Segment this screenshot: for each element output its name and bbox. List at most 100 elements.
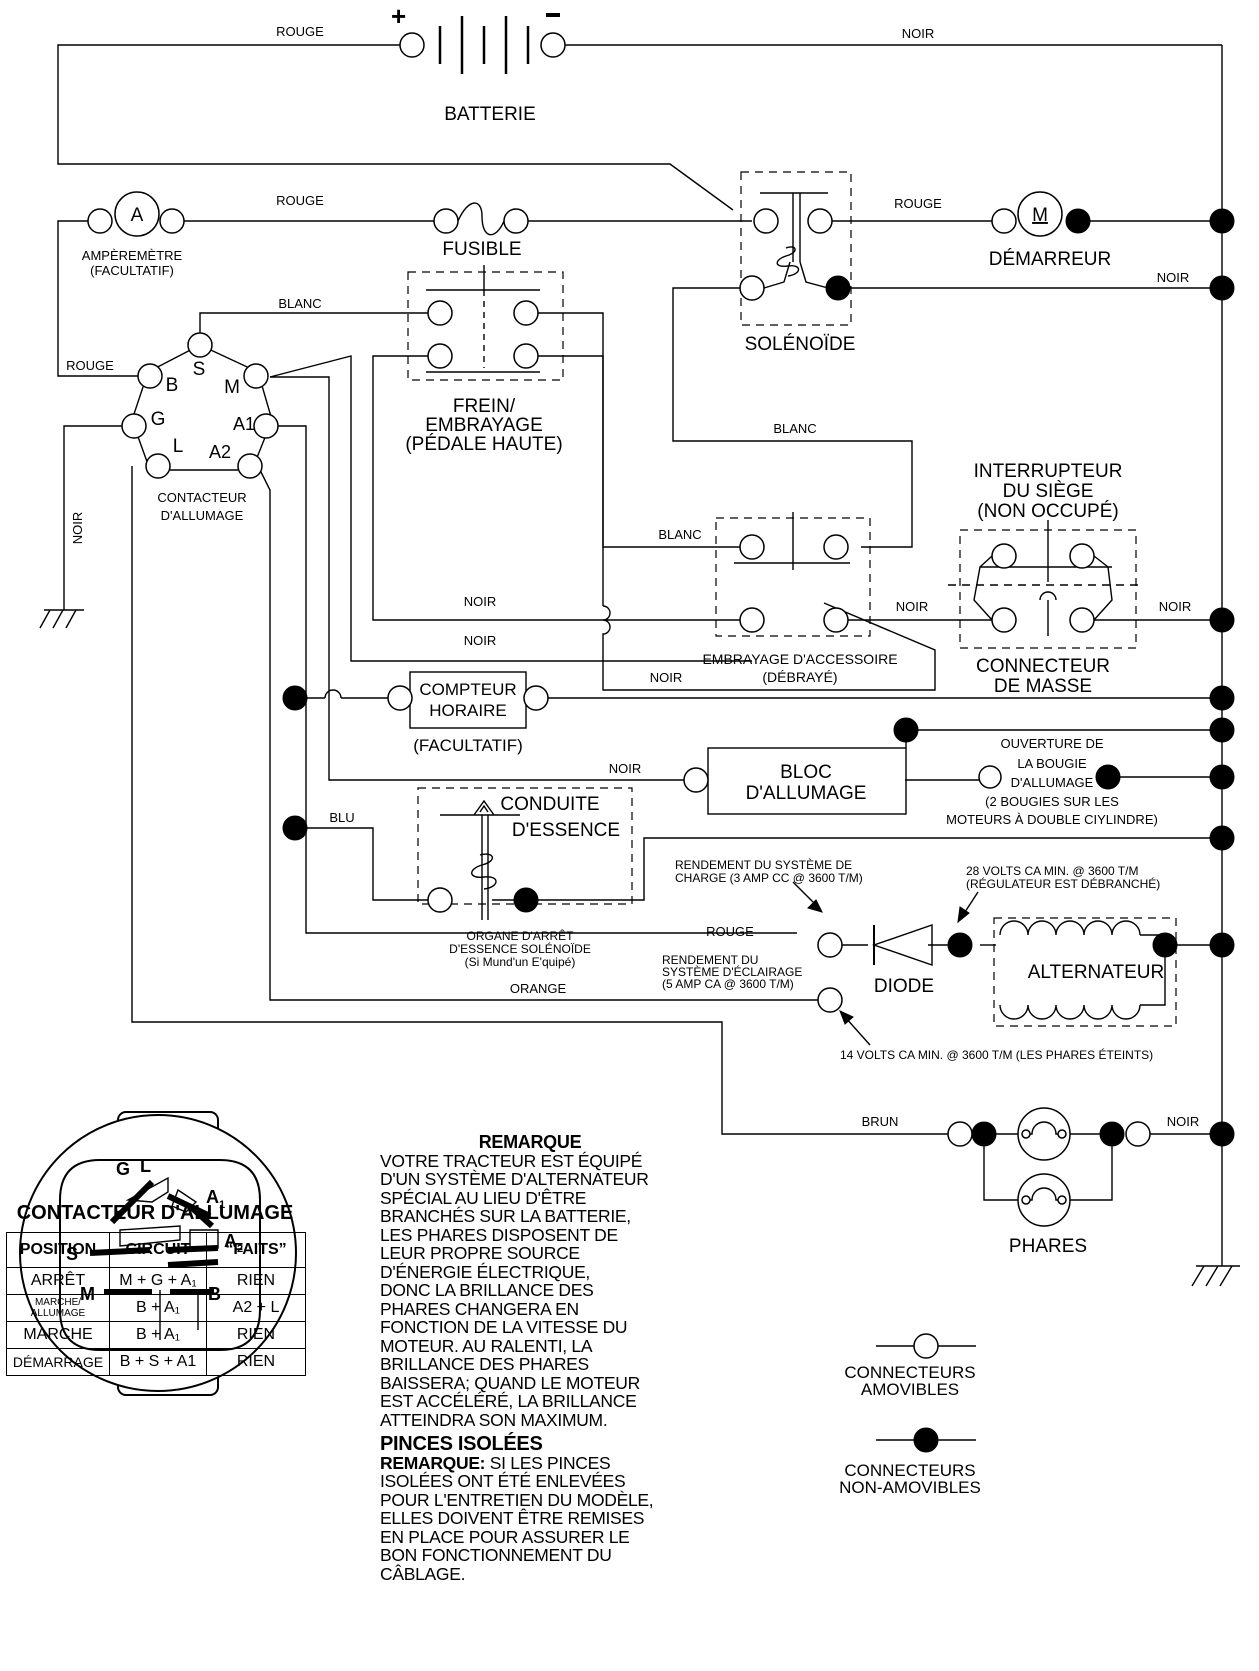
minus-icon (546, 13, 560, 17)
svg-text:NOIR: NOIR (609, 761, 642, 776)
svg-text:NOIR: NOIR (896, 599, 929, 614)
svg-text:MOTEURS À DOUBLE CIYLINDRE): MOTEURS À DOUBLE CIYLINDRE) (946, 812, 1158, 827)
ignition-module: BLOC D'ALLUMAGE (683, 747, 907, 815)
svg-text:NOIR: NOIR (464, 594, 497, 609)
svg-text:D'ESSENCE: D'ESSENCE (512, 820, 620, 841)
table-row: MARCHE/ ALLUMAGE B + A₁ A2 + L (6, 1294, 306, 1322)
svg-text:EMBRAYAGE D'ACCESSOIRE: EMBRAYAGE D'ACCESSOIRE (702, 651, 897, 667)
svg-text:RENDEMENT DU: RENDEMENT DU (662, 953, 758, 967)
legend-non-removable: CONNECTEURS NON-AMOVIBLES (839, 1461, 981, 1497)
svg-text:NOIR: NOIR (70, 512, 85, 545)
svg-text:NOIR: NOIR (1159, 599, 1192, 614)
svg-text:ROUGE: ROUGE (276, 24, 324, 39)
svg-text:(PÉDALE HAUTE): (PÉDALE HAUTE) (405, 434, 562, 455)
svg-text:(5 AMP CA @ 3600 T/M): (5 AMP CA @ 3600 T/M) (662, 977, 794, 991)
svg-text:BLANC: BLANC (773, 421, 816, 436)
svg-text:FUSIBLE: FUSIBLE (442, 239, 521, 260)
table-cell: B + A₁ (109, 1294, 207, 1322)
note-line: D'UN SYSTÈME D'ALTERNATEUR (380, 1169, 649, 1189)
table-row: ARRÊT M + G + A₁ RIEN (6, 1267, 306, 1295)
svg-text:(RÉGULATEUR EST DÉBRANCHÉ): (RÉGULATEUR EST DÉBRANCHÉ) (966, 876, 1160, 891)
svg-text:BLANC: BLANC (658, 527, 701, 542)
table-row: MARCHE B + A₁ RIEN (6, 1321, 306, 1349)
battery: + BATTERIE (391, 1, 566, 125)
svg-text:NOIR: NOIR (464, 633, 497, 648)
svg-text:A2: A2 (209, 442, 231, 462)
svg-text:D'ALLUMAGE: D'ALLUMAGE (1011, 775, 1094, 790)
note-line: EST ACCÉLÉRÉ, LA BRILLANCE (380, 1391, 637, 1411)
pinces-line: EN PLACE POUR ASSURER LE (380, 1526, 630, 1547)
svg-text:B: B (166, 375, 179, 396)
svg-text:(DÉBRAYÉ): (DÉBRAYÉ) (762, 669, 837, 685)
wires (57, 44, 1223, 1266)
pinces-line: REMARQUE: SI LES PINCES (380, 1452, 611, 1473)
note-line: FONCTION DE LA VITESSE DU (380, 1317, 628, 1337)
pinces-title: PINCES ISOLÉES (380, 1433, 543, 1455)
svg-text:(FACULTATIF): (FACULTATIF) (413, 736, 523, 755)
starter-motor: M DÉMARREUR (989, 191, 1111, 270)
note-title: REMARQUE (478, 1132, 582, 1152)
note-line: VOTRE TRACTEUR EST ÉQUIPÉ (380, 1150, 643, 1171)
svg-text:ROUGE: ROUGE (894, 196, 942, 211)
svg-text:BLOC: BLOC (780, 762, 832, 783)
svg-text:FREIN/: FREIN/ (453, 396, 516, 417)
svg-text:DE MASSE: DE MASSE (994, 676, 1092, 697)
svg-text:M: M (1032, 205, 1048, 226)
spark-plug: OUVERTURE DE LA BOUGIE D'ALLUMAGE (2 BOU… (946, 736, 1158, 827)
legend-removable: CONNECTEURS AMOVIBLES (844, 1363, 976, 1399)
note-line: BAISSERA; QUAND LE MOTEUR (380, 1372, 640, 1393)
svg-text:CONNECTEUR: CONNECTEUR (976, 656, 1110, 677)
svg-text:1: 1 (219, 1199, 225, 1211)
table-cell: RIEN (206, 1321, 306, 1349)
table-row: DÉMARRAGE B + S + A1 RIEN (6, 1348, 306, 1376)
charging-circuit: RENDEMENT DU SYSTÈME DE CHARGE (3 AMP CC… (662, 857, 1178, 1062)
table-cell: RIEN (206, 1348, 306, 1376)
pinces-line: ELLES DOIVENT ÊTRE REMISES (380, 1508, 645, 1528)
ignition-switch: S B M G A1 L A2 CONTACTEUR D'ALLUMAGE (121, 332, 279, 523)
svg-text:14 VOLTS CA MIN. @ 3600 T/M (L: 14 VOLTS CA MIN. @ 3600 T/M (LES PHARES … (840, 1047, 1153, 1062)
svg-text:DU SIÈGE: DU SIÈGE (1003, 481, 1094, 502)
switch-table: POSITION CIRCUIT “FAITS” ARRÊT M + G + A… (6, 1232, 306, 1376)
bus-connectors (282, 208, 1235, 1147)
note-line: PHARES CHANGERA EN (380, 1298, 579, 1319)
svg-text:ORGANE D'ARRÊT: ORGANE D'ARRÊT (467, 928, 575, 943)
brake-switch: FREIN/ EMBRAYAGE (PÉDALE HAUTE) (405, 265, 564, 455)
ground-symbol-right (1191, 1265, 1240, 1287)
hour-meter: COMPTEUR HORAIRE (FACULTATIF) (387, 671, 549, 755)
note-line: DONC LA BRILLANCE DES (380, 1280, 594, 1300)
svg-text:LA BOUGIE: LA BOUGIE (1017, 756, 1087, 771)
note-line: BRANCHÉS SUR LA BATTERIE, (380, 1206, 631, 1226)
svg-text:(Si Mund'un E'quipé): (Si Mund'un E'quipé) (465, 955, 576, 969)
seat-switch: INTERRUPTEUR DU SIÈGE (NON OCCUPÉ) CONNE… (948, 461, 1140, 697)
svg-text:D'ESSENCE SOLÉNOÏDE: D'ESSENCE SOLÉNOÏDE (449, 941, 591, 956)
svg-text:A: A (131, 205, 144, 226)
svg-text:G: G (116, 1159, 130, 1179)
svg-text:BRUN: BRUN (862, 1114, 899, 1129)
svg-text:A1: A1 (233, 414, 255, 434)
svg-text:D'ALLUMAGE: D'ALLUMAGE (746, 783, 867, 804)
table-cell: A2 + L (206, 1294, 306, 1322)
ground-symbol-left (39, 609, 84, 629)
svg-text:(NON OCCUPÉ): (NON OCCUPÉ) (977, 501, 1118, 522)
svg-text:SYSTÈME D'ÉCLAIRAGE: SYSTÈME D'ÉCLAIRAGE (662, 964, 802, 979)
pinces-line: BON FONCTIONNEMENT DU (380, 1545, 612, 1565)
svg-text:S: S (193, 359, 206, 380)
note-line: LES PHARES DISPOSENT DE (380, 1224, 618, 1245)
svg-text:PHARES: PHARES (1009, 1236, 1087, 1257)
solenoid: SOLÉNOÏDE (739, 171, 856, 355)
battery-label: BATTERIE (444, 104, 536, 125)
pinces-label: REMARQUE: (380, 1452, 486, 1473)
note-line: D'ÉNERGIE ÉLECTRIQUE, (380, 1261, 590, 1282)
headlights: PHARES (947, 1107, 1151, 1257)
svg-text:DIODE: DIODE (874, 976, 934, 997)
svg-text:SOLÉNOÏDE: SOLÉNOÏDE (745, 334, 856, 355)
legend-symbols (876, 1333, 976, 1453)
svg-text:28 VOLTS CA MIN. @ 3600 T/M: 28 VOLTS CA MIN. @ 3600 T/M (966, 864, 1138, 878)
table-cell: DÉMARRAGE (6, 1348, 110, 1376)
svg-text:NOIR: NOIR (1167, 1114, 1200, 1129)
svg-text:L: L (173, 436, 184, 457)
svg-text:OUVERTURE DE: OUVERTURE DE (1000, 736, 1103, 751)
svg-text:ROUGE: ROUGE (276, 193, 324, 208)
svg-text:NOIR: NOIR (902, 26, 935, 41)
svg-text:EMBRAYAGE: EMBRAYAGE (425, 415, 543, 436)
